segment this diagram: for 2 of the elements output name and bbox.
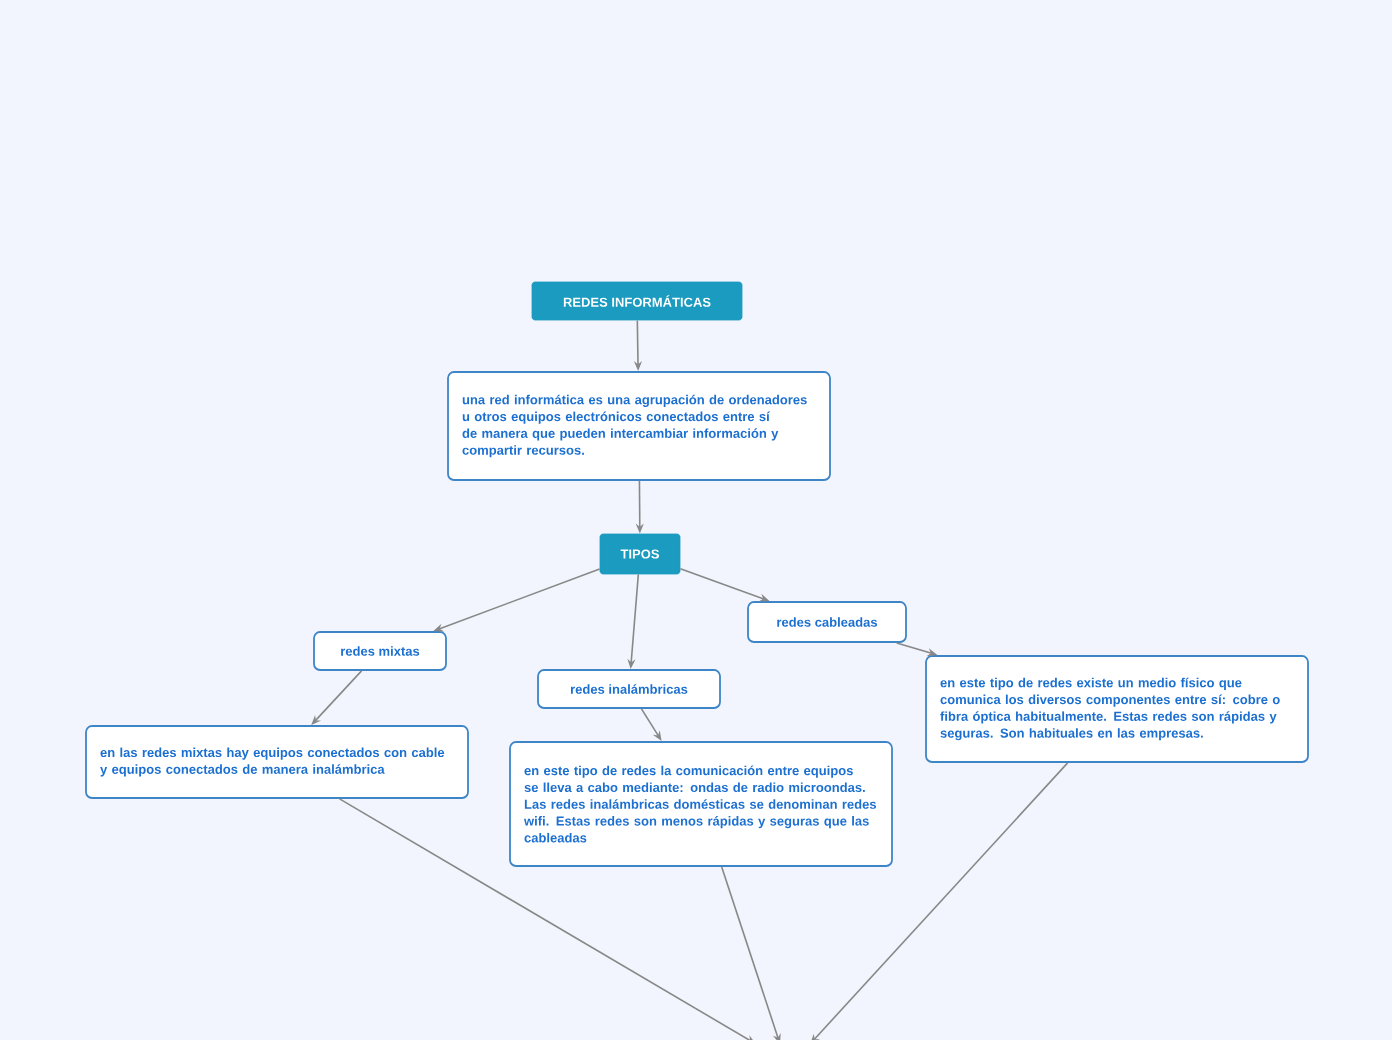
arrow: [810, 762, 1069, 1040]
arrow: [720, 866, 781, 1040]
